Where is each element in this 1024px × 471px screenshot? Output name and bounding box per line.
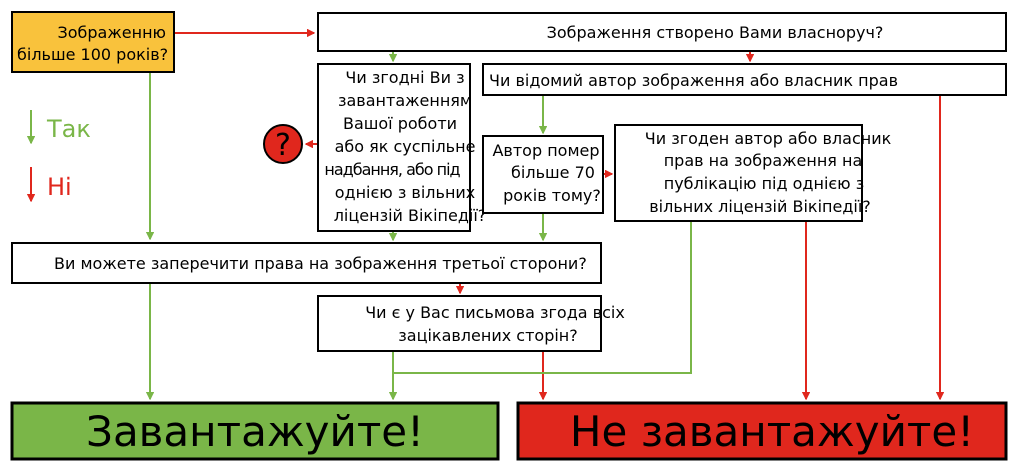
svg-text:Чи згоден автор або власник: Чи згоден автор або власник xyxy=(645,129,892,148)
svg-text:завантаженням: завантаженням xyxy=(338,91,472,110)
svg-text:публікацію під однією з: публікацію під однією з xyxy=(664,174,864,193)
node-author-agrees: Чи згоден автор або власник прав на зобр… xyxy=(614,124,892,222)
result-upload: Завантажуйте! xyxy=(10,401,500,461)
svg-text:Зображення створено Вами власн: Зображення створено Вами власноруч? xyxy=(547,23,884,42)
svg-text:надбання, або під: надбання, або під xyxy=(324,160,460,179)
svg-text:Не завантажуйте!: Не завантажуйте! xyxy=(570,407,974,456)
node-self-made: Зображення створено Вами власноруч? xyxy=(317,12,1007,52)
svg-text:Чи згодні Ви з: Чи згодні Ви з xyxy=(345,68,464,87)
svg-text:однією з вільних: однією з вільних xyxy=(335,183,476,202)
svg-text:прав на зображення на: прав на зображення на xyxy=(664,151,863,170)
svg-text:?: ? xyxy=(275,128,291,163)
svg-text:Зображенню: Зображенню xyxy=(57,23,166,42)
arrow-yes xyxy=(393,221,692,374)
svg-text:зацікавлених сторін?: зацікавлених сторін? xyxy=(398,326,578,345)
svg-text:Вашої роботи: Вашої роботи xyxy=(343,114,457,133)
svg-text:Автор помер: Автор помер xyxy=(492,141,599,160)
svg-text:років тому?: років тому? xyxy=(503,186,601,205)
help-icon: ? xyxy=(263,124,303,164)
node-author-known: Чи відомий автор зображення або власник … xyxy=(482,63,1007,96)
legend-yes-label: Так xyxy=(46,115,91,143)
node-agree-upload: Чи згодні Ви з завантаженням Вашої робот… xyxy=(317,63,487,232)
svg-text:ліцензій Вікіпедії?: ліцензій Вікіпедії? xyxy=(334,206,487,225)
svg-text:Завантажуйте!: Завантажуйте! xyxy=(86,407,424,456)
svg-text:більше 70: більше 70 xyxy=(511,163,595,182)
node-third-party: Ви можете заперечити права на зображення… xyxy=(11,242,602,284)
connectors xyxy=(150,33,940,399)
svg-text:Чи відомий автор зображення аб: Чи відомий автор зображення або власник … xyxy=(489,71,898,90)
node-author-dead: Автор помер більше 70 років тому? xyxy=(482,135,604,214)
svg-text:Ви можете заперечити права на: Ви можете заперечити права на зображення… xyxy=(54,254,587,273)
node-start: Зображенню більше 100 років? xyxy=(11,11,175,73)
legend-no-label: Ні xyxy=(47,173,72,201)
svg-text:Чи є у Вас письмова згода всіх: Чи є у Вас письмова згода всіх xyxy=(365,303,625,322)
svg-text:вільних ліцензій Вікіпедії?: вільних ліцензій Вікіпедії? xyxy=(649,197,871,216)
legend: Так Ні xyxy=(31,110,91,201)
result-dont-upload: Не завантажуйте! xyxy=(516,401,1008,461)
node-written-consent: Чи є у Вас письмова згода всіх зацікавле… xyxy=(317,295,625,352)
svg-text:більше 100 років?: більше 100 років? xyxy=(17,45,168,64)
svg-text:або як суспільне: або як суспільне xyxy=(335,137,476,156)
